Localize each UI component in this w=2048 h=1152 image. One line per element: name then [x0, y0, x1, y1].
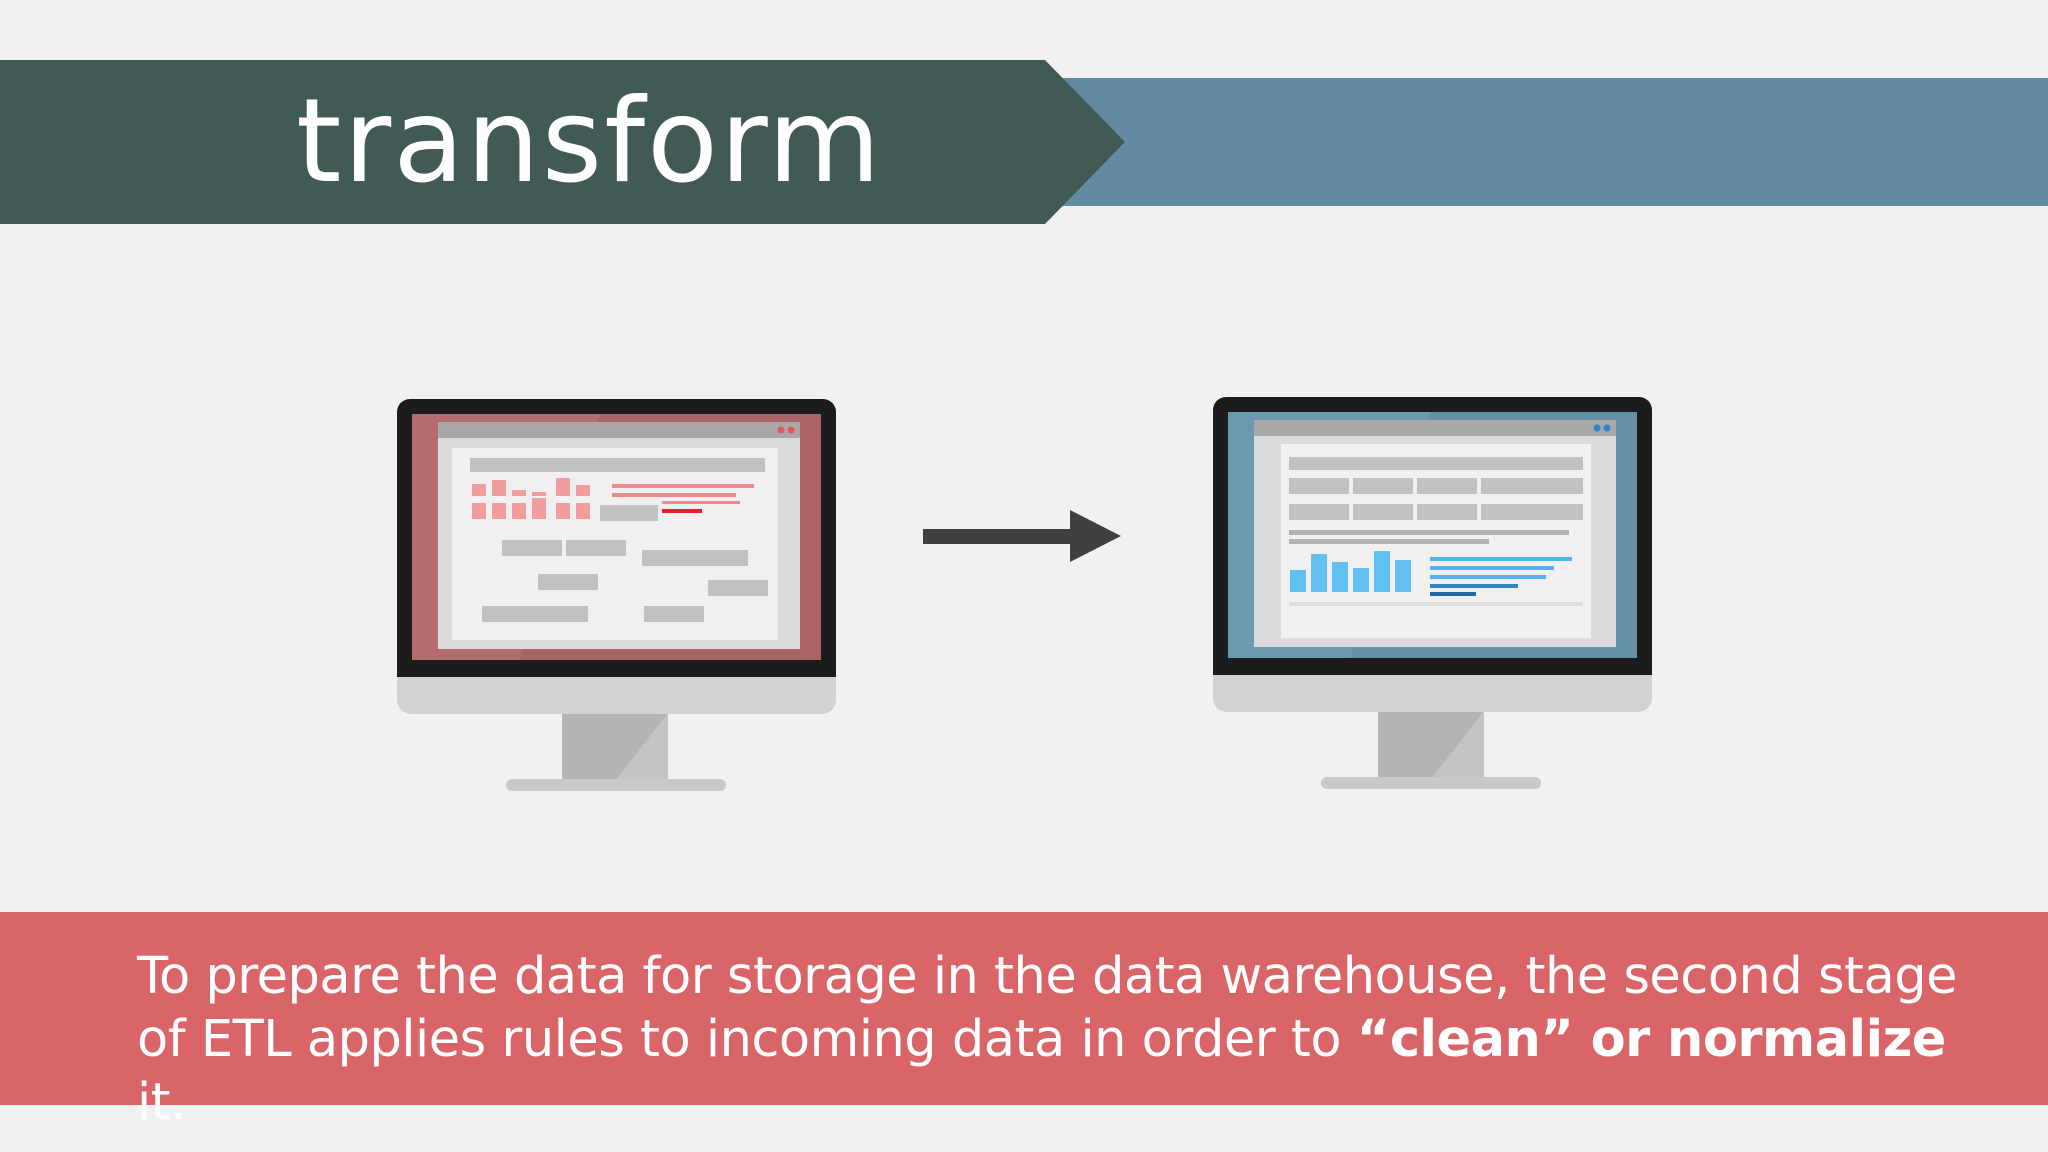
source-monitor-icon: [397, 399, 836, 791]
header-banner: [0, 60, 1125, 224]
page-title: transform: [296, 74, 883, 209]
caption-text-part1: To prepare the data for storage in the d…: [137, 947, 1958, 1069]
arrow-right-icon: [923, 510, 1121, 562]
caption-emphasis: “clean” or normalize: [1356, 1010, 1947, 1069]
target-monitor-icon: [1213, 397, 1652, 789]
caption-text: To prepare the data for storage in the d…: [137, 945, 1977, 1134]
header-banner-accent: [1050, 78, 2048, 206]
caption-text-part2: it.: [137, 1073, 186, 1132]
caption-bar: [0, 912, 2048, 1105]
